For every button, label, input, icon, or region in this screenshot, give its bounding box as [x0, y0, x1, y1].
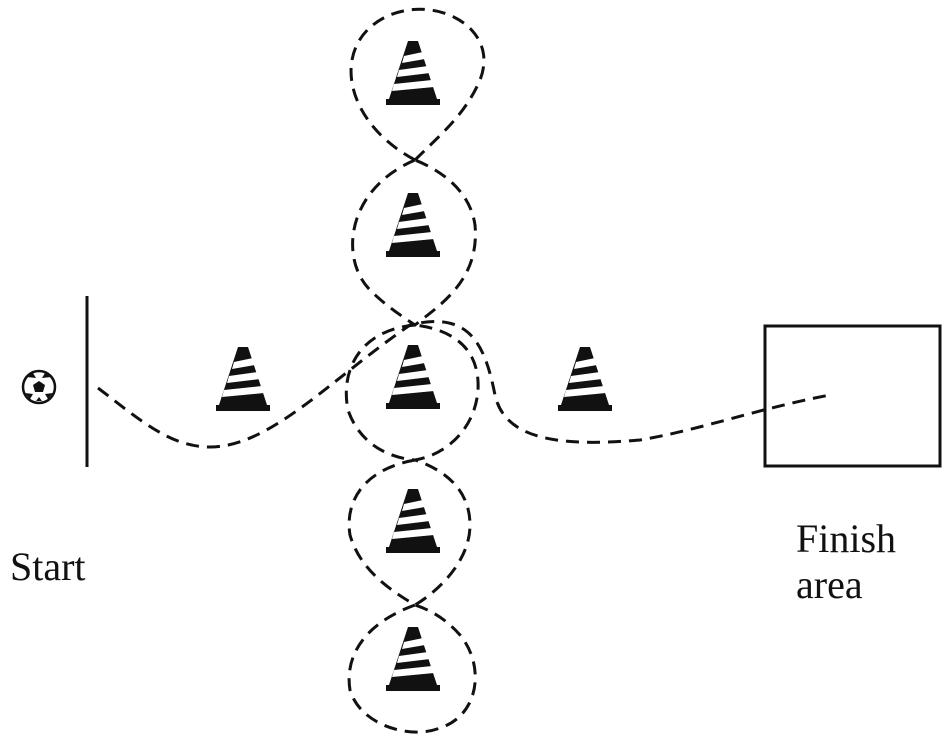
finish-label-line2: area: [796, 562, 863, 607]
cone-upper: [386, 193, 440, 257]
finish-area-box: [763, 324, 942, 468]
cone-left: [216, 347, 270, 411]
cone-bottom: [386, 627, 440, 691]
start-label: Start: [10, 544, 86, 589]
finish-label-line1: Finish: [796, 516, 897, 561]
cone-center: [386, 345, 440, 409]
cone-lower: [386, 489, 440, 553]
dribble-loop-bottom: [347, 603, 477, 734]
cone-right: [558, 347, 612, 411]
cone-top: [386, 41, 440, 105]
soccer-ball-icon: [21, 369, 57, 405]
dribble-loop-top: [349, 7, 486, 162]
finish-area-label: Finish area: [796, 516, 896, 608]
dribble-path-main: [97, 320, 831, 449]
